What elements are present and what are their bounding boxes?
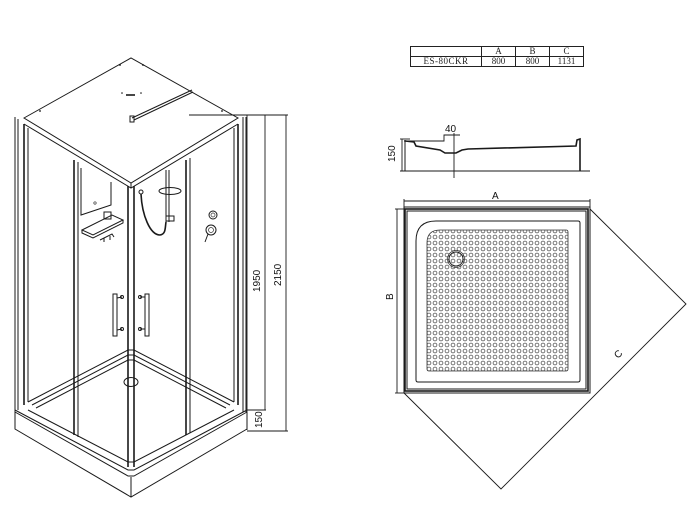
- dim-150-section: 150: [387, 145, 398, 162]
- dim-1950: 1950: [252, 269, 263, 292]
- mixer-valve-icon: [204, 210, 218, 243]
- tray-drain-icon: [448, 251, 464, 267]
- right-frame-post: [233, 117, 247, 412]
- back-panel-window: [80, 168, 112, 216]
- tray-texture-area: [426, 229, 569, 372]
- dim-2150: 2150: [273, 263, 284, 286]
- dim-150-tray: 150: [254, 411, 265, 428]
- left-frame-post: [14, 117, 29, 412]
- center-frame-post: [127, 186, 135, 467]
- shelf-icon: [80, 211, 125, 242]
- tray-plan-view: A B C: [385, 191, 687, 490]
- door-handle-right: [138, 293, 150, 337]
- tray-section-view: 40 150: [387, 124, 590, 178]
- roof-shower-arm: [129, 89, 194, 123]
- dim-40: 40: [445, 124, 457, 135]
- shower-cabin-isometric: [14, 57, 248, 498]
- cabin-drain-icon: [123, 377, 139, 387]
- dim-label-b: B: [385, 293, 396, 300]
- dim-label-c: C: [612, 348, 625, 361]
- cabin-tray-base: [14, 409, 248, 498]
- shower-hose-icon: [138, 170, 182, 236]
- door-handle-left: [112, 293, 124, 337]
- spec-table-row: ES-80CKR 800 800 1131: [410, 56, 584, 67]
- roof-light-icon: [121, 92, 142, 96]
- cabin-height-dimensions: 1950 2150 150: [189, 114, 288, 432]
- spec-value-c: 1131: [549, 56, 584, 67]
- dim-label-a: A: [492, 191, 499, 202]
- cabin-roof: [23, 57, 239, 184]
- spec-table: A B C ES-80CKR 800 800 1131: [410, 46, 584, 67]
